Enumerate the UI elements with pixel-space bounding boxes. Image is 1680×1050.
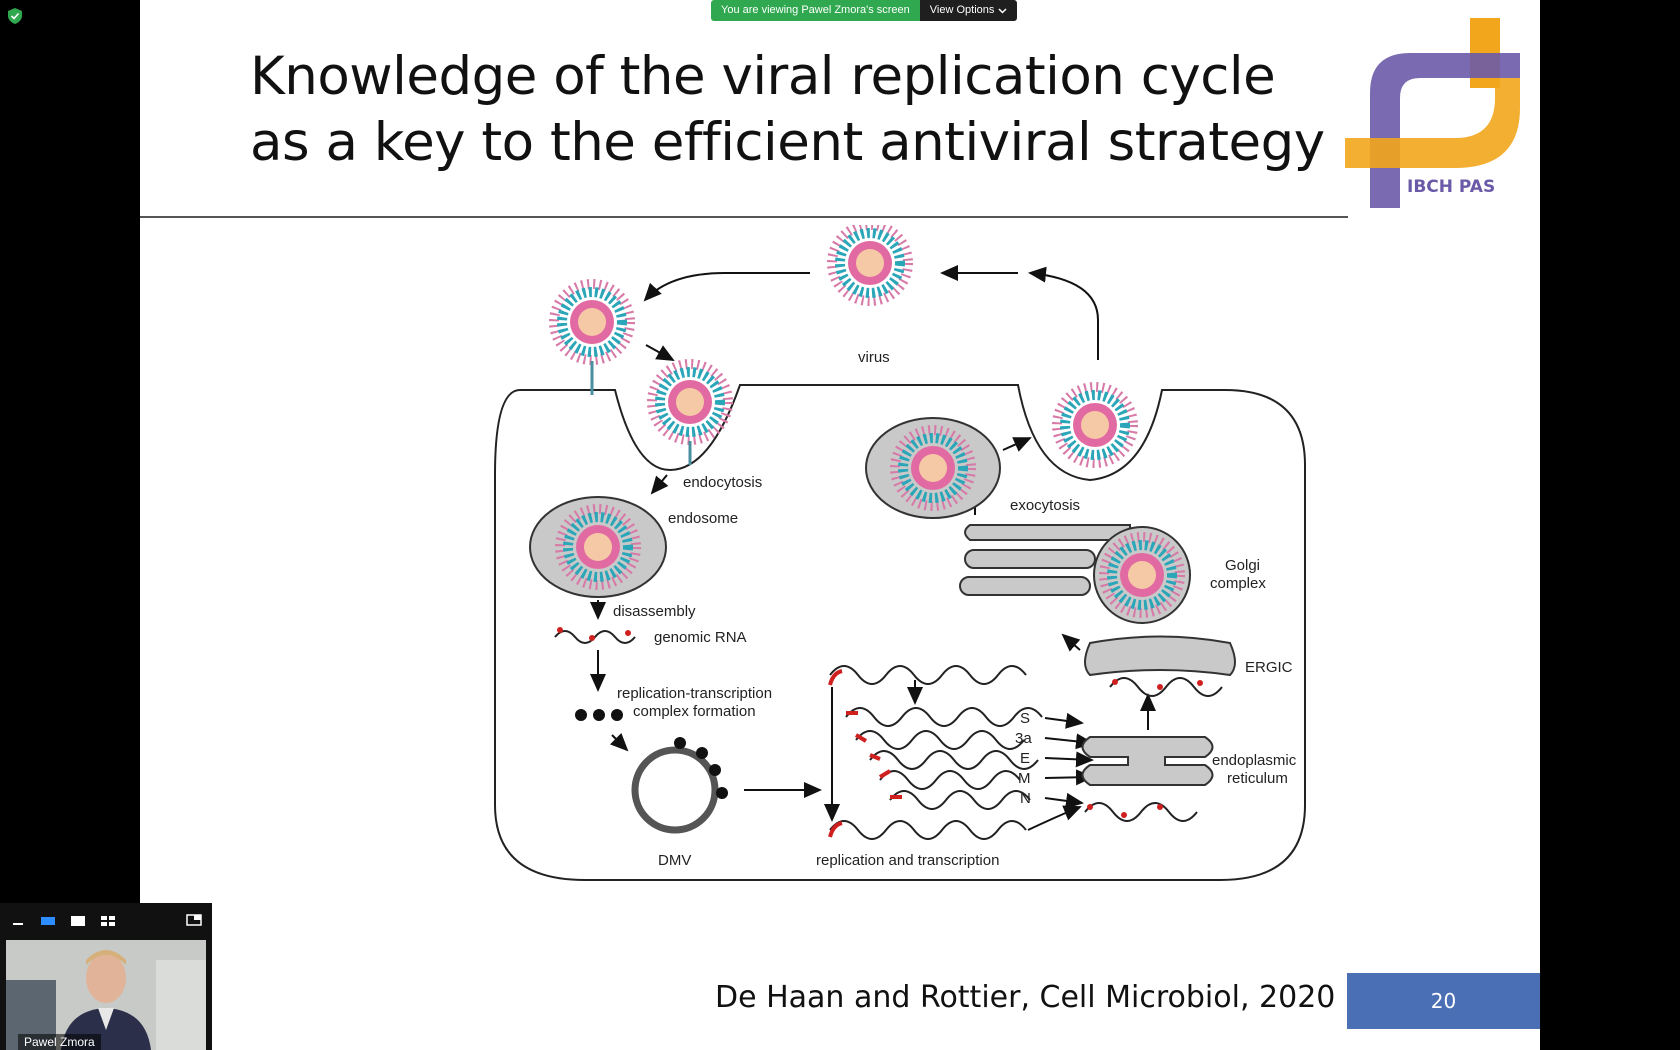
slide-title: Knowledge of the viral replication cycle… <box>250 44 1325 176</box>
virus-entering <box>652 364 728 440</box>
page-number: 20 <box>1347 973 1540 1029</box>
protein-label-m: M <box>1018 770 1031 787</box>
label-replication-transcription: replication and transcription <box>816 852 999 869</box>
label-virus: virus <box>858 349 890 366</box>
virus-attached <box>554 284 630 360</box>
logo-text: IBCH PAS <box>1407 177 1496 197</box>
replication-cycle-diagram: virus endocytosis endosome disassembly g… <box>494 225 1306 881</box>
label-ergic: ERGIC <box>1245 659 1293 676</box>
label-rtc-1: replication-transcription <box>617 685 772 702</box>
label-genomic-rna: genomic RNA <box>654 629 747 646</box>
security-shield-icon <box>8 8 22 24</box>
video-panel-toolbar <box>0 903 212 938</box>
protein-label-e: E <box>1020 750 1030 767</box>
shared-slide: Knowledge of the viral replication cycle… <box>140 0 1540 1050</box>
exit-fullscreen-icon[interactable] <box>186 914 202 926</box>
dmv <box>631 746 719 834</box>
participant-video[interactable]: Pawel Zmora <box>6 940 206 1050</box>
label-er-1: endoplasmic <box>1212 752 1297 769</box>
label-golgi-1: Golgi <box>1225 557 1260 574</box>
title-divider <box>140 216 1348 218</box>
cell-membrane <box>494 384 1306 881</box>
screen-share-message: You are viewing Pawel Zmora's screen <box>711 0 920 21</box>
protein-label-3a: 3a <box>1015 730 1032 747</box>
virus-exiting <box>1057 387 1133 463</box>
video-panel: Pawel Zmora <box>0 903 212 1050</box>
view-options-button[interactable]: View Options <box>919 0 1018 21</box>
screen-share-banner: You are viewing Pawel Zmora's screen Vie… <box>711 0 1018 21</box>
label-exocytosis: exocytosis <box>1010 497 1080 514</box>
ibch-logo <box>1345 18 1520 208</box>
golgi-complex <box>964 524 1131 541</box>
ergic <box>1084 635 1236 677</box>
genomic-rna <box>554 630 636 644</box>
label-er-2: reticulum <box>1227 770 1288 787</box>
endoplasmic-reticulum <box>1081 736 1214 786</box>
label-endosome: endosome <box>668 510 738 527</box>
label-golgi-2: complex <box>1210 575 1266 592</box>
protein-label-n: N <box>1020 790 1031 807</box>
participant-name: Pawel Zmora <box>18 1034 101 1050</box>
label-endocytosis: endocytosis <box>683 474 762 491</box>
label-dmv: DMV <box>658 852 691 869</box>
label-rtc-2: complex formation <box>633 703 756 720</box>
rna-strands <box>829 665 1043 840</box>
chevron-down-icon <box>998 7 1007 14</box>
gallery-view-icon[interactable] <box>100 915 116 927</box>
active-speaker-view-icon[interactable] <box>40 915 56 927</box>
slide-title-line2: as a key to the efficient antiviral stra… <box>250 112 1325 173</box>
protein-label-s: S <box>1020 710 1030 727</box>
citation: De Haan and Rottier, Cell Microbiol, 202… <box>715 980 1336 1015</box>
minimize-icon[interactable] <box>10 915 26 927</box>
label-disassembly: disassembly <box>613 603 696 620</box>
speaker-view-icon[interactable] <box>70 915 86 927</box>
view-options-label: View Options <box>929 4 995 16</box>
virus-top <box>832 225 908 301</box>
slide-title-line1: Knowledge of the viral replication cycle <box>250 46 1276 107</box>
